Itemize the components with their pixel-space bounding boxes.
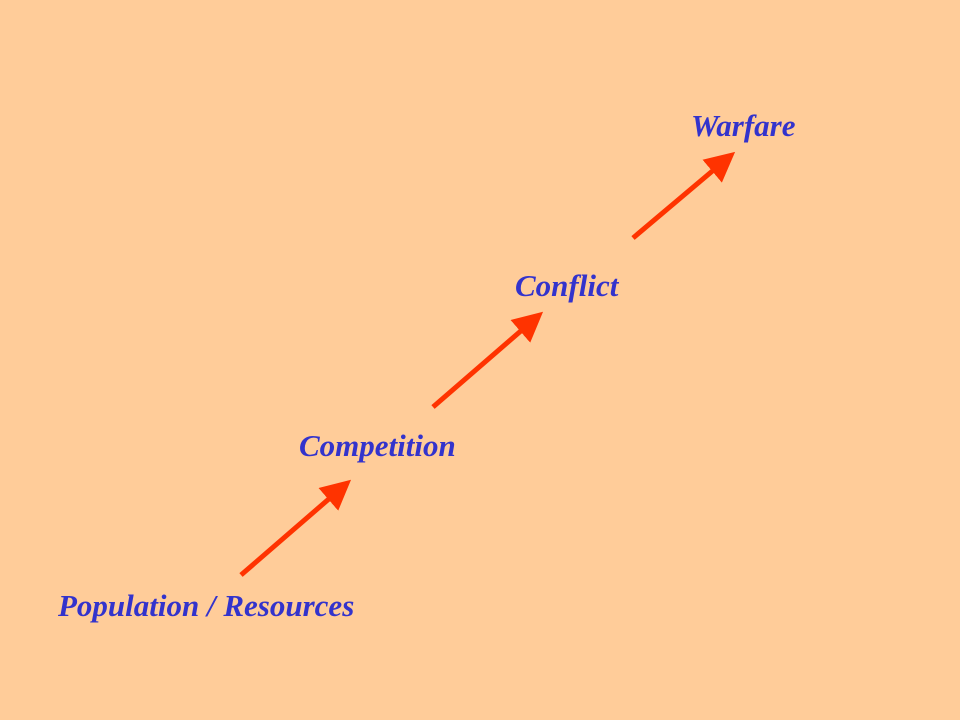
arrow-population-to-competition [239, 479, 352, 577]
step-warfare: Warfare [691, 108, 796, 143]
arrow-competition-to-conflict [431, 311, 544, 409]
step-population-resources: Population / Resources [58, 588, 355, 623]
step-conflict: Conflict [515, 268, 619, 303]
arrow-conflict-to-warfare [631, 151, 736, 240]
step-competition: Competition [299, 428, 456, 463]
